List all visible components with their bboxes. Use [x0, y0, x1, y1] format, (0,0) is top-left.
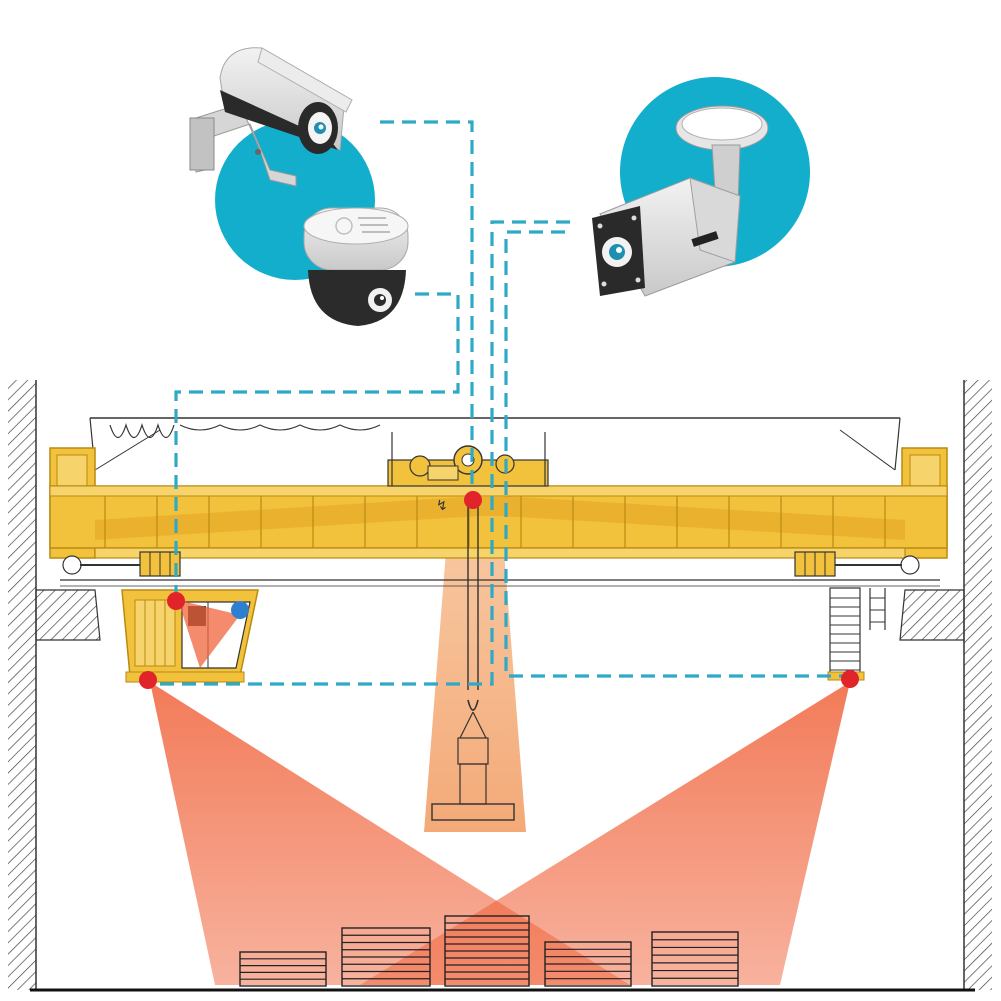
- cab-interior-sensor-marker: [231, 601, 249, 619]
- camera-icons: [189, 47, 810, 326]
- cargo-stack: [341, 927, 431, 987]
- cargo-stack: [239, 951, 327, 987]
- network-links: [148, 120, 850, 686]
- right-ladder: [827, 587, 886, 681]
- link-bullet-to-trolley: [380, 120, 474, 500]
- dome-camera-icon: [303, 207, 409, 326]
- overhead-crane-icon: ↯: [49, 417, 948, 821]
- cargo-stack: [651, 931, 739, 987]
- box-camera-icon: [592, 105, 769, 297]
- cargo-stack: [444, 915, 530, 987]
- left-wall: [8, 380, 36, 990]
- hook-symbol: ↯: [436, 498, 448, 514]
- building-walls: [8, 380, 992, 992]
- right-corbel: [899, 589, 965, 641]
- right-drive-motor: [794, 551, 920, 577]
- cab-interior-coverage: [178, 600, 240, 668]
- camera-markers: [139, 491, 859, 689]
- right-coverage-cone: [360, 682, 850, 985]
- operator-cab: [121, 589, 259, 683]
- coverage-areas: [150, 500, 850, 985]
- hook-assembly: [431, 500, 515, 821]
- trolley-hook-camera-marker: [464, 491, 482, 509]
- cargo-stack: [544, 941, 632, 987]
- cargo-stacks: [239, 915, 739, 987]
- festoon-cable: [109, 423, 175, 439]
- right-end-camera-marker: [841, 670, 859, 688]
- trolley: [387, 432, 549, 487]
- link-box-to-right-end: [504, 230, 850, 678]
- left-corbel: [35, 589, 101, 641]
- cab-camera-marker: [167, 592, 185, 610]
- link-box-to-cab-corner: [148, 220, 570, 686]
- right-wall: [964, 380, 992, 990]
- bullet-camera-icon: [189, 47, 353, 187]
- cab-corner-camera-marker: [139, 671, 157, 689]
- left-drive-motor: [62, 551, 181, 577]
- hook-coverage-cone: [424, 500, 526, 832]
- link-dome-to-cab: [174, 292, 460, 600]
